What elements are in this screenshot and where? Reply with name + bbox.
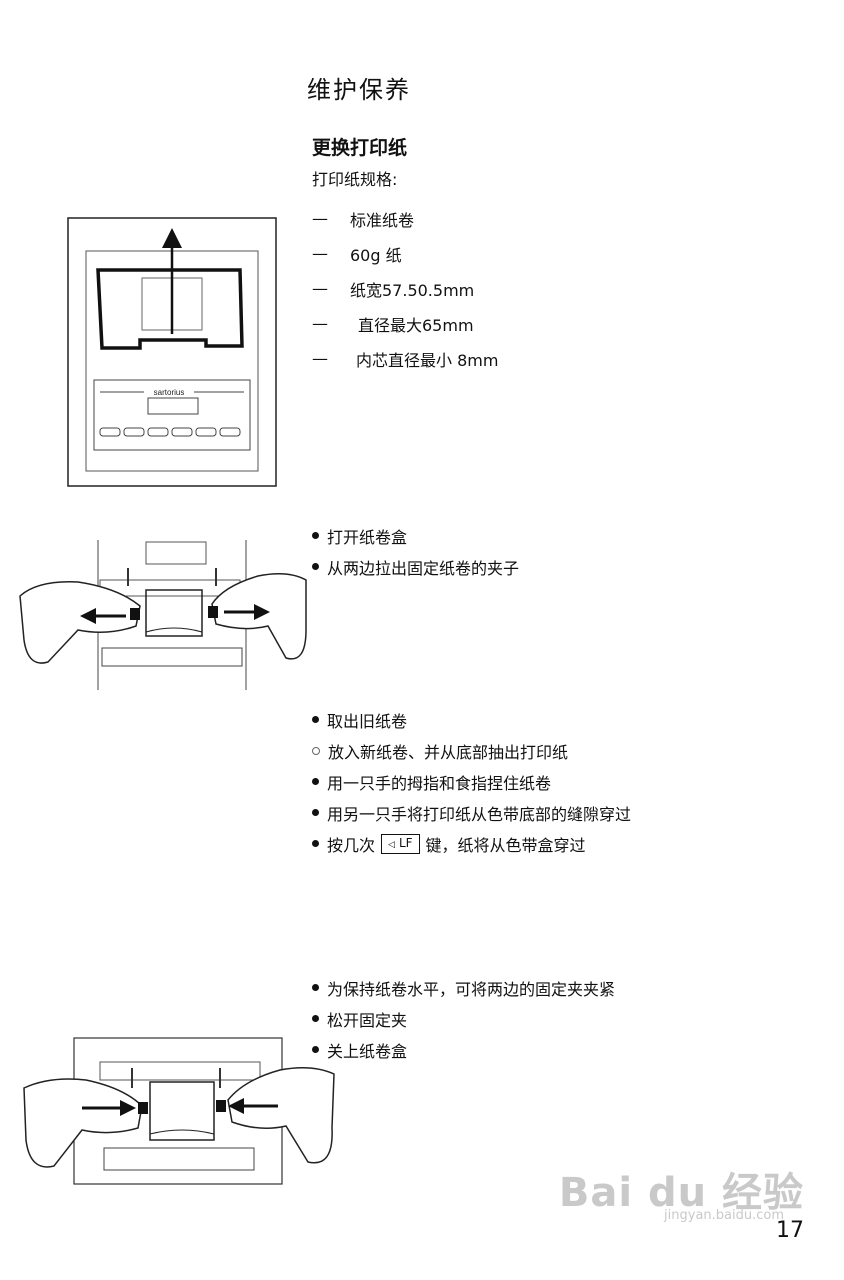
list-item: 从两边拉出固定纸卷的夹子 xyxy=(312,551,519,582)
page-number: 17 xyxy=(776,1218,804,1243)
step-list-1: 打开纸卷盒 从两边拉出固定纸卷的夹子 xyxy=(312,520,519,582)
spec-list: —标准纸卷 —60g 纸 —纸宽57.50.5mm —直径最大65mm —内芯直… xyxy=(312,201,498,376)
lf-key: ◁LF xyxy=(381,833,420,854)
spec-item: —直径最大65mm xyxy=(312,314,474,335)
pull-clips-figure xyxy=(19,540,307,690)
brand-label: sartorius xyxy=(154,388,185,397)
spec-item: —内芯直径最小 8mm xyxy=(312,349,499,370)
list-item: 放入新纸卷、并从底部抽出打印纸 xyxy=(312,735,631,766)
list-item: 为保持纸卷水平，可将两边的固定夹夹紧 xyxy=(312,972,615,1003)
step-list-2: 取出旧纸卷 放入新纸卷、并从底部抽出打印纸 用一只手的拇指和食指捏住纸卷 用另一… xyxy=(312,704,631,859)
list-item: 用另一只手将打印纸从色带底部的缝隙穿过 xyxy=(312,797,631,828)
spec-item: —标准纸卷 xyxy=(312,209,415,230)
section-title: 维护保养 xyxy=(307,76,411,104)
list-item: 取出旧纸卷 xyxy=(312,704,631,735)
subsection-title: 更换打印纸 xyxy=(312,137,408,159)
spec-item: —60g 纸 xyxy=(312,244,402,265)
watermark-logo: Bai du 经验 xyxy=(558,1170,804,1216)
list-item: 用一只手的拇指和食指捏住纸卷 xyxy=(312,766,631,797)
spec-item: —纸宽57.50.5mm xyxy=(312,279,475,300)
watermark-url: jingyan.baidu.com xyxy=(664,1208,784,1223)
list-item: 打开纸卷盒 xyxy=(312,520,519,551)
step-list-3: 为保持纸卷水平，可将两边的固定夹夹紧 松开固定夹 关上纸卷盒 xyxy=(312,972,615,1065)
close-clips-figure xyxy=(23,1037,335,1185)
list-item: 关上纸卷盒 xyxy=(312,1034,615,1065)
printer-open-figure: sartorius xyxy=(67,217,277,487)
list-item: 松开固定夹 xyxy=(312,1003,615,1034)
specs-label: 打印纸规格: xyxy=(312,170,398,189)
